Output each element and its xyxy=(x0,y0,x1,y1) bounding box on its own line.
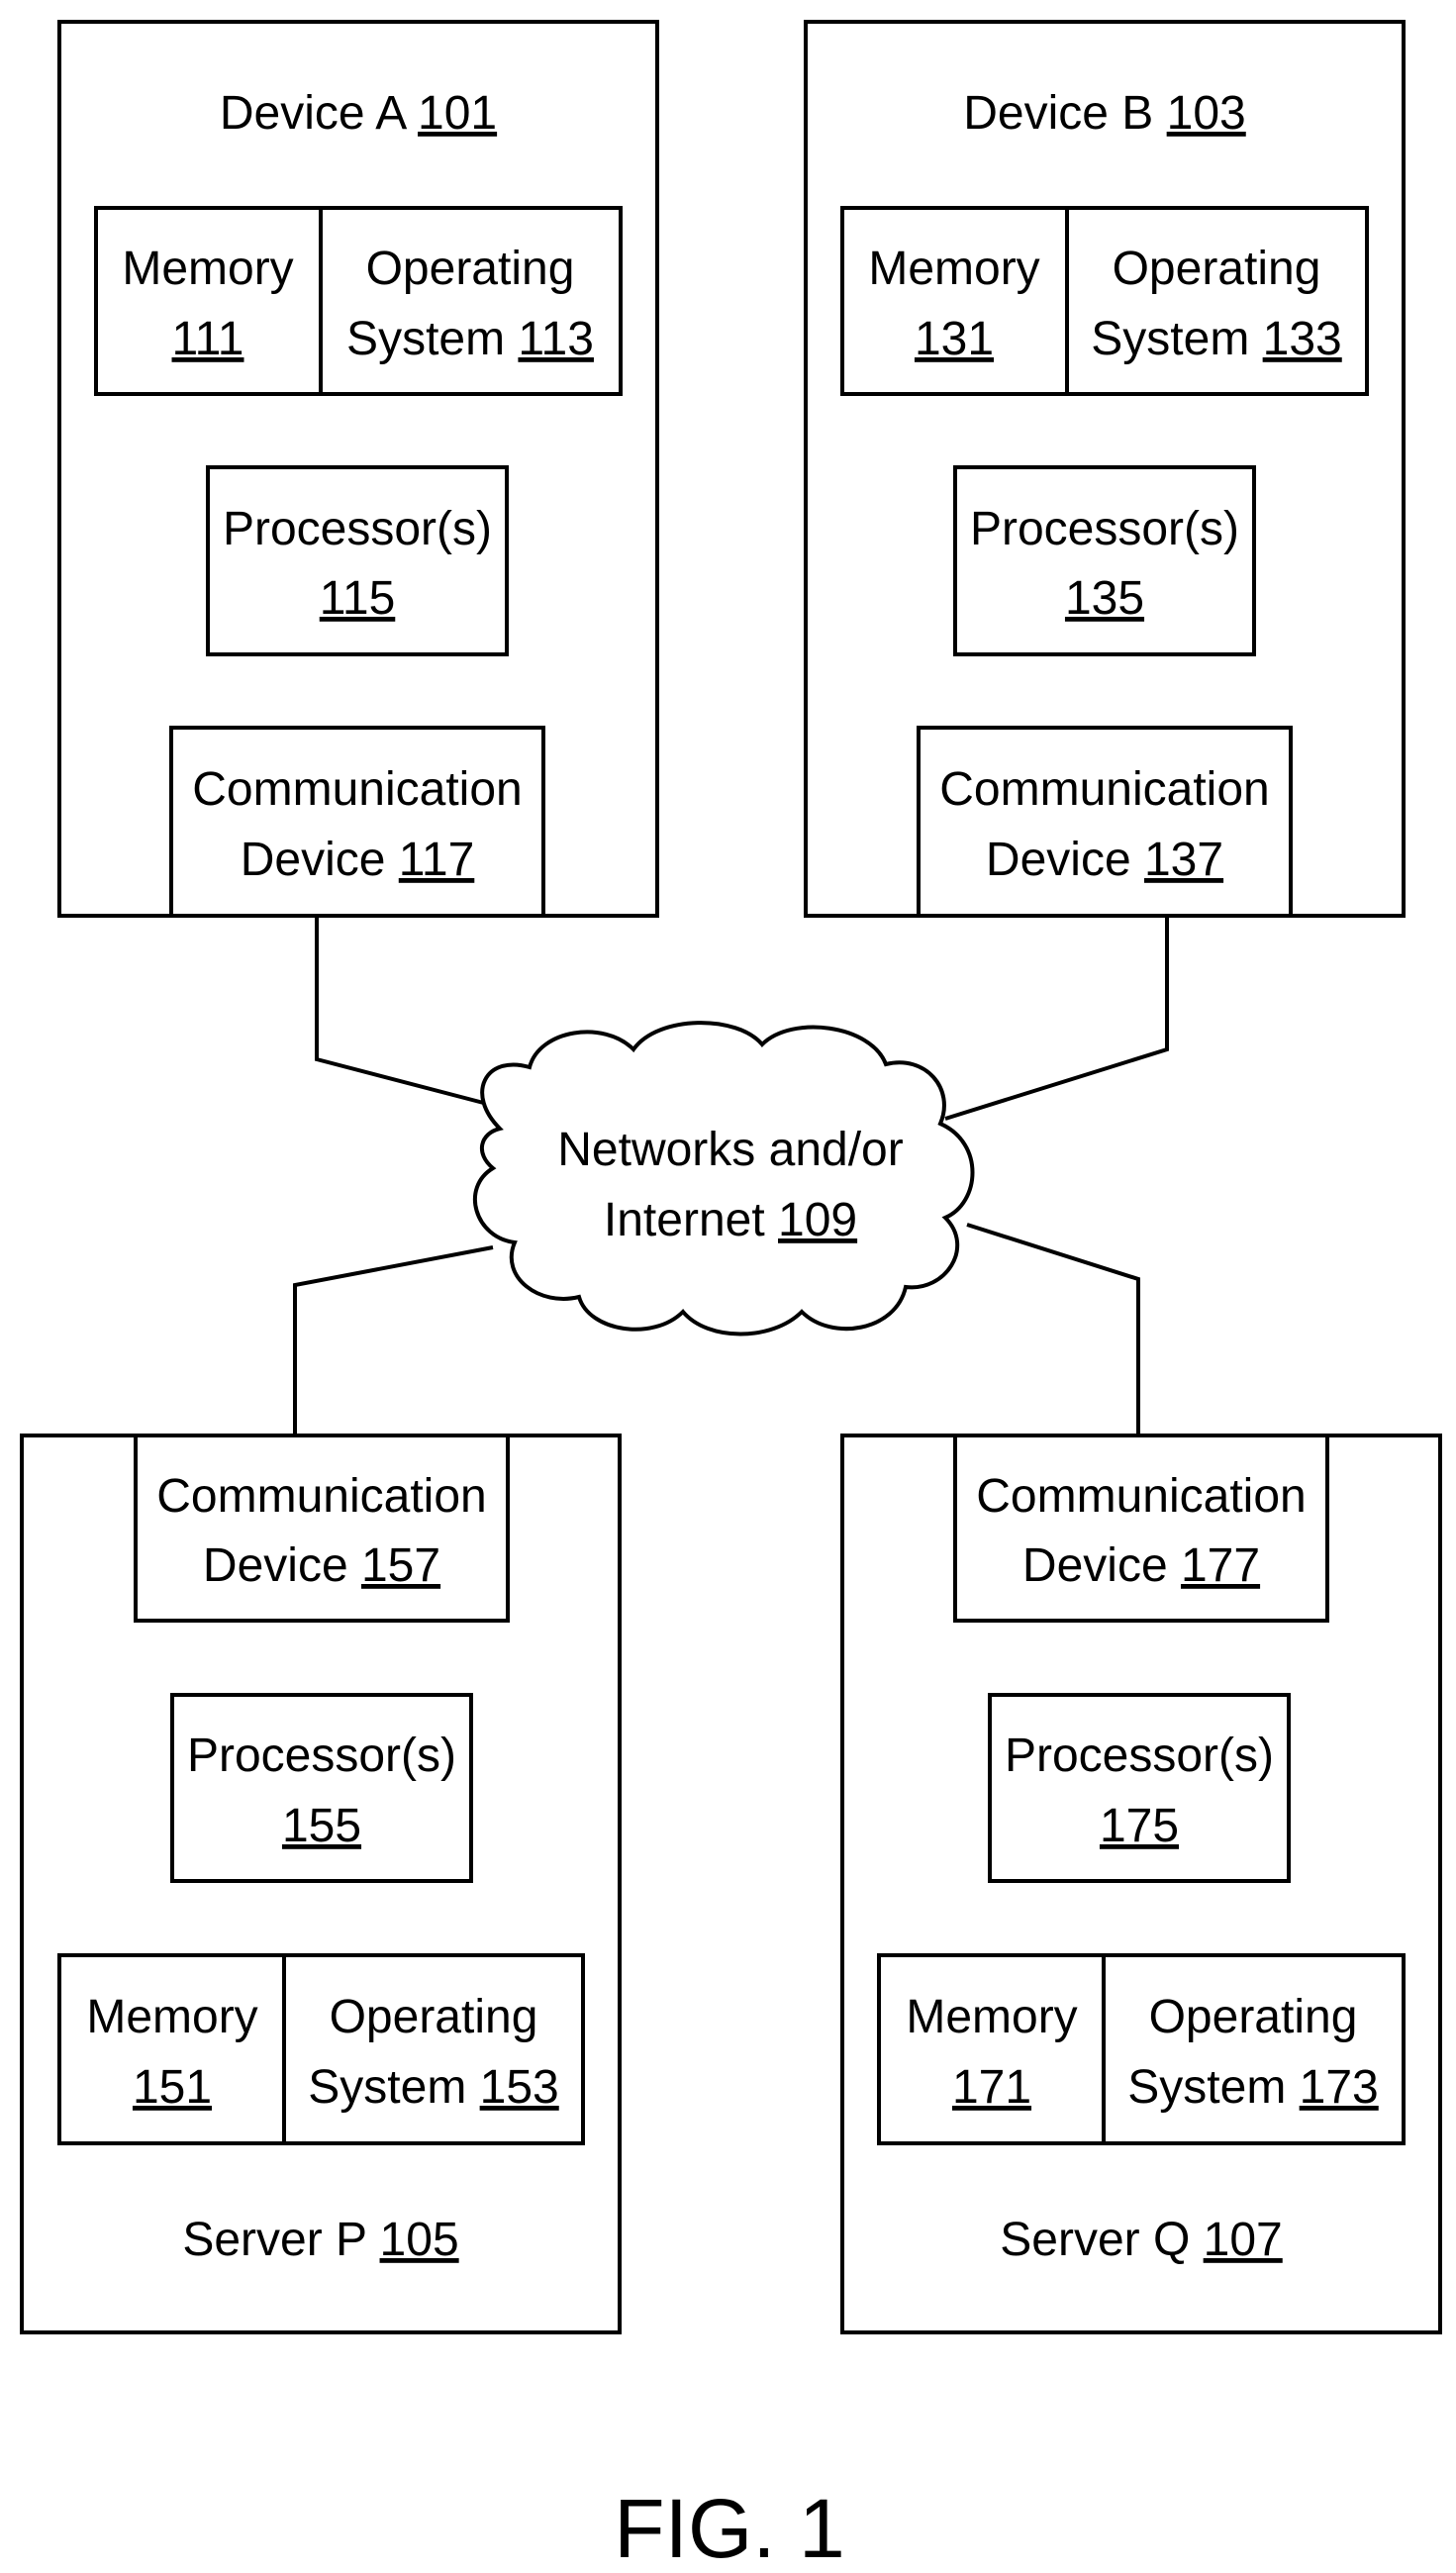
link-server-q-network xyxy=(967,1225,1138,1435)
link-device-b-network xyxy=(945,916,1167,1119)
communication-device-box xyxy=(171,728,543,916)
processor-box xyxy=(990,1695,1289,1881)
communication-label-line2: Device 117 xyxy=(241,834,475,886)
network-label-line2: Internet 109 xyxy=(604,1194,857,1246)
communication-label-line1: Communication xyxy=(156,1470,486,1523)
device-b-title: Device B 103 xyxy=(963,87,1246,140)
communication-label-line1: Communication xyxy=(976,1470,1306,1523)
processor-ref: 155 xyxy=(282,1800,361,1852)
communication-label-line2: Device 157 xyxy=(203,1539,440,1592)
network-cloud: Networks and/or Internet 109 xyxy=(475,1023,973,1334)
memory-box xyxy=(879,1955,1104,2143)
link-device-a-network xyxy=(317,916,495,1106)
memory-ref: 111 xyxy=(172,313,244,365)
network-label-line1: Networks and/or xyxy=(557,1124,903,1176)
processor-ref: 135 xyxy=(1065,572,1144,625)
memory-box xyxy=(96,208,321,394)
memory-ref: 151 xyxy=(133,2061,212,2114)
os-box xyxy=(1067,208,1367,394)
memory-box xyxy=(842,208,1067,394)
os-label-line1: Operating xyxy=(1113,243,1321,295)
memory-ref: 131 xyxy=(915,313,994,365)
os-label-line1: Operating xyxy=(1149,1991,1358,2043)
os-box xyxy=(1104,1955,1404,2143)
cloud-icon xyxy=(475,1023,973,1334)
processor-label: Processor(s) xyxy=(187,1730,456,1782)
memory-ref: 171 xyxy=(952,2061,1031,2114)
server-q: Communication Device 177 Processor(s) 17… xyxy=(842,1435,1440,2332)
figure-label: FIG. 1 xyxy=(614,2482,844,2573)
processor-box xyxy=(208,467,507,654)
memory-label: Memory xyxy=(868,243,1039,295)
communication-device-box xyxy=(136,1435,508,1621)
os-box xyxy=(284,1955,583,2143)
processor-label: Processor(s) xyxy=(970,503,1239,555)
server-q-title: Server Q 107 xyxy=(1000,2214,1282,2266)
device-b: Device B 103 Memory 131 Operating System… xyxy=(806,22,1404,916)
communication-device-box xyxy=(955,1435,1327,1621)
communication-label-line2: Device 137 xyxy=(986,834,1223,886)
device-a: Device A 101 Memory 111 Operating System… xyxy=(59,22,657,916)
memory-label: Memory xyxy=(906,1991,1077,2043)
os-label-line1: Operating xyxy=(330,1991,538,2043)
processor-label: Processor(s) xyxy=(1005,1730,1274,1782)
os-box xyxy=(321,208,621,394)
processor-box xyxy=(955,467,1254,654)
os-label-line1: Operating xyxy=(366,243,575,295)
processor-ref: 115 xyxy=(320,572,396,625)
os-label-line2: System 113 xyxy=(346,313,594,365)
processor-ref: 175 xyxy=(1100,1800,1179,1852)
communication-device-box xyxy=(919,728,1291,916)
communication-label-line1: Communication xyxy=(939,763,1269,816)
os-label-line2: System 173 xyxy=(1127,2061,1378,2114)
processor-label: Processor(s) xyxy=(223,503,492,555)
communication-label-line2: Device 177 xyxy=(1022,1539,1260,1592)
memory-box xyxy=(59,1955,284,2143)
os-label-line2: System 133 xyxy=(1091,313,1341,365)
link-server-p-network xyxy=(295,1247,493,1435)
communication-label-line1: Communication xyxy=(192,763,522,816)
server-p: Communication Device 157 Processor(s) 15… xyxy=(22,1435,620,2332)
memory-label: Memory xyxy=(86,1991,257,2043)
memory-label: Memory xyxy=(122,243,293,295)
os-label-line2: System 153 xyxy=(308,2061,558,2114)
device-a-title: Device A 101 xyxy=(220,87,497,140)
server-p-title: Server P 105 xyxy=(182,2214,458,2266)
processor-box xyxy=(172,1695,471,1881)
